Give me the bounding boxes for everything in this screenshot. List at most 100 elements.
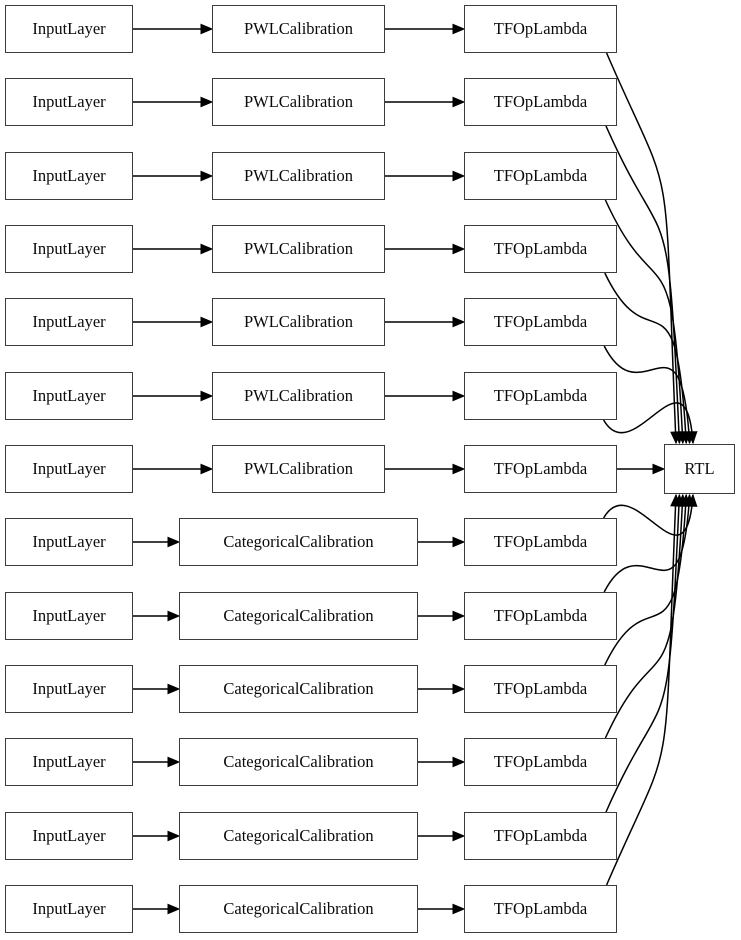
edge-lambda-to-rtl-8-arrowhead: [683, 493, 695, 507]
input-layer-node-1[interactable]: InputLayer: [5, 78, 133, 126]
tfoplambda-node-1[interactable]: TFOpLambda: [464, 78, 617, 126]
edge-input-to-calibration-6-arrowhead: [200, 463, 214, 475]
calibration-node-0-label: PWLCalibration: [243, 18, 354, 38]
input-layer-node-7-label: InputLayer: [32, 531, 106, 551]
edge-calibration-to-lambda-0-arrowhead: [452, 23, 466, 35]
edge-lambda-to-rtl-6-arrowhead: [652, 463, 666, 475]
calibration-node-2[interactable]: PWLCalibration: [212, 152, 385, 200]
edge-calibration-to-lambda-6-arrowhead: [452, 463, 466, 475]
edge-calibration-to-lambda-3-arrowhead: [452, 243, 466, 255]
calibration-node-5[interactable]: PWLCalibration: [212, 372, 385, 420]
input-layer-node-9[interactable]: InputLayer: [5, 665, 133, 713]
edge-calibration-to-lambda-8-arrowhead: [452, 610, 466, 622]
tfoplambda-node-2[interactable]: TFOpLambda: [464, 152, 617, 200]
input-layer-node-1-label: InputLayer: [32, 91, 106, 111]
calibration-node-10-label: CategoricalCalibration: [223, 751, 374, 771]
edge-calibration-to-lambda-10-arrowhead: [452, 756, 466, 768]
edge-lambda-to-rtl-7-arrowhead: [686, 493, 698, 507]
input-layer-node-0[interactable]: InputLayer: [5, 5, 133, 53]
calibration-node-9-label: CategoricalCalibration: [223, 678, 374, 698]
tfoplambda-node-2-label: TFOpLambda: [493, 165, 588, 185]
tfoplambda-node-12[interactable]: TFOpLambda: [464, 885, 617, 933]
edge-lambda-to-rtl-3: [604, 272, 687, 444]
edge-input-to-calibration-5-arrowhead: [200, 390, 214, 402]
calibration-node-12[interactable]: CategoricalCalibration: [179, 885, 418, 933]
tfoplambda-node-5[interactable]: TFOpLambda: [464, 372, 617, 420]
edge-calibration-to-lambda-5-arrowhead: [452, 390, 466, 402]
edge-lambda-to-rtl-12-arrowhead: [670, 493, 681, 507]
tfoplambda-node-4-label: TFOpLambda: [493, 311, 588, 331]
edge-calibration-to-lambda-11-arrowhead: [452, 830, 466, 842]
edge-calibration-to-lambda-1-arrowhead: [452, 96, 466, 108]
input-layer-node-12-label: InputLayer: [32, 898, 106, 918]
edge-input-to-calibration-11-arrowhead: [167, 830, 181, 842]
calibration-node-11[interactable]: CategoricalCalibration: [179, 812, 418, 860]
input-layer-node-4-label: InputLayer: [32, 311, 106, 331]
edge-input-to-calibration-1-arrowhead: [200, 96, 214, 108]
input-layer-node-2[interactable]: InputLayer: [5, 152, 133, 200]
calibration-node-1[interactable]: PWLCalibration: [212, 78, 385, 126]
edge-lambda-to-rtl-0-arrowhead: [670, 431, 681, 445]
calibration-node-9[interactable]: CategoricalCalibration: [179, 665, 418, 713]
tfoplambda-node-6[interactable]: TFOpLambda: [464, 445, 617, 493]
input-layer-node-10[interactable]: InputLayer: [5, 738, 133, 786]
edge-lambda-to-rtl-3-arrowhead: [680, 431, 691, 445]
calibration-node-0[interactable]: PWLCalibration: [212, 5, 385, 53]
tfoplambda-node-8[interactable]: TFOpLambda: [464, 592, 617, 640]
input-layer-node-8[interactable]: InputLayer: [5, 592, 133, 640]
calibration-node-4[interactable]: PWLCalibration: [212, 298, 385, 346]
tfoplambda-node-3[interactable]: TFOpLambda: [464, 225, 617, 273]
tfoplambda-node-9[interactable]: TFOpLambda: [464, 665, 617, 713]
edge-lambda-to-rtl-4: [603, 345, 691, 444]
edge-lambda-to-rtl-11: [605, 494, 681, 813]
edge-input-to-calibration-0-arrowhead: [200, 23, 214, 35]
calibration-node-11-label: CategoricalCalibration: [223, 825, 374, 845]
tfoplambda-node-12-label: TFOpLambda: [493, 898, 588, 918]
input-layer-node-9-label: InputLayer: [32, 678, 106, 698]
tfoplambda-node-0[interactable]: TFOpLambda: [464, 5, 617, 53]
calibration-node-10[interactable]: CategoricalCalibration: [179, 738, 418, 786]
input-layer-node-11-label: InputLayer: [32, 825, 106, 845]
input-layer-node-7[interactable]: InputLayer: [5, 518, 133, 566]
edge-input-to-calibration-10-arrowhead: [167, 756, 181, 768]
rtl-node[interactable]: RTL: [664, 444, 735, 494]
calibration-node-6[interactable]: PWLCalibration: [212, 445, 385, 493]
edge-input-to-calibration-12-arrowhead: [167, 903, 181, 915]
input-layer-node-12[interactable]: InputLayer: [5, 885, 133, 933]
edge-lambda-to-rtl-0: [605, 52, 677, 444]
edge-lambda-to-rtl-2: [604, 199, 684, 444]
tfoplambda-node-4[interactable]: TFOpLambda: [464, 298, 617, 346]
edge-lambda-to-rtl-2-arrowhead: [676, 431, 688, 445]
tfoplambda-node-9-label: TFOpLambda: [493, 678, 588, 698]
tfoplambda-node-6-label: TFOpLambda: [493, 458, 588, 478]
input-layer-node-5[interactable]: InputLayer: [5, 372, 133, 420]
tfoplambda-node-1-label: TFOpLambda: [493, 91, 588, 111]
edge-lambda-to-rtl-5-arrowhead: [686, 431, 698, 445]
calibration-node-8-label: CategoricalCalibration: [223, 605, 374, 625]
calibration-node-7[interactable]: CategoricalCalibration: [179, 518, 418, 566]
calibration-node-6-label: PWLCalibration: [243, 458, 354, 478]
tfoplambda-node-11-label: TFOpLambda: [493, 825, 588, 845]
input-layer-node-6[interactable]: InputLayer: [5, 445, 133, 493]
input-layer-node-10-label: InputLayer: [32, 751, 106, 771]
calibration-node-5-label: PWLCalibration: [243, 385, 354, 405]
rtl-node-label: RTL: [684, 458, 715, 478]
edge-lambda-to-rtl-9-arrowhead: [680, 493, 691, 507]
input-layer-node-3-label: InputLayer: [32, 238, 106, 258]
edge-lambda-to-rtl-4-arrowhead: [683, 431, 695, 445]
edge-input-to-calibration-7-arrowhead: [167, 536, 181, 548]
tfoplambda-node-11[interactable]: TFOpLambda: [464, 812, 617, 860]
calibration-node-7-label: CategoricalCalibration: [223, 531, 374, 551]
tfoplambda-node-7[interactable]: TFOpLambda: [464, 518, 617, 566]
input-layer-node-4[interactable]: InputLayer: [5, 298, 133, 346]
edge-lambda-to-rtl-11-arrowhead: [673, 493, 685, 507]
calibration-node-8[interactable]: CategoricalCalibration: [179, 592, 418, 640]
edge-input-to-calibration-8-arrowhead: [167, 610, 181, 622]
input-layer-node-3[interactable]: InputLayer: [5, 225, 133, 273]
calibration-node-3[interactable]: PWLCalibration: [212, 225, 385, 273]
edge-calibration-to-lambda-9-arrowhead: [452, 683, 466, 695]
edge-lambda-to-rtl-1-arrowhead: [673, 431, 685, 445]
tfoplambda-node-10[interactable]: TFOpLambda: [464, 738, 617, 786]
input-layer-node-11[interactable]: InputLayer: [5, 812, 133, 860]
